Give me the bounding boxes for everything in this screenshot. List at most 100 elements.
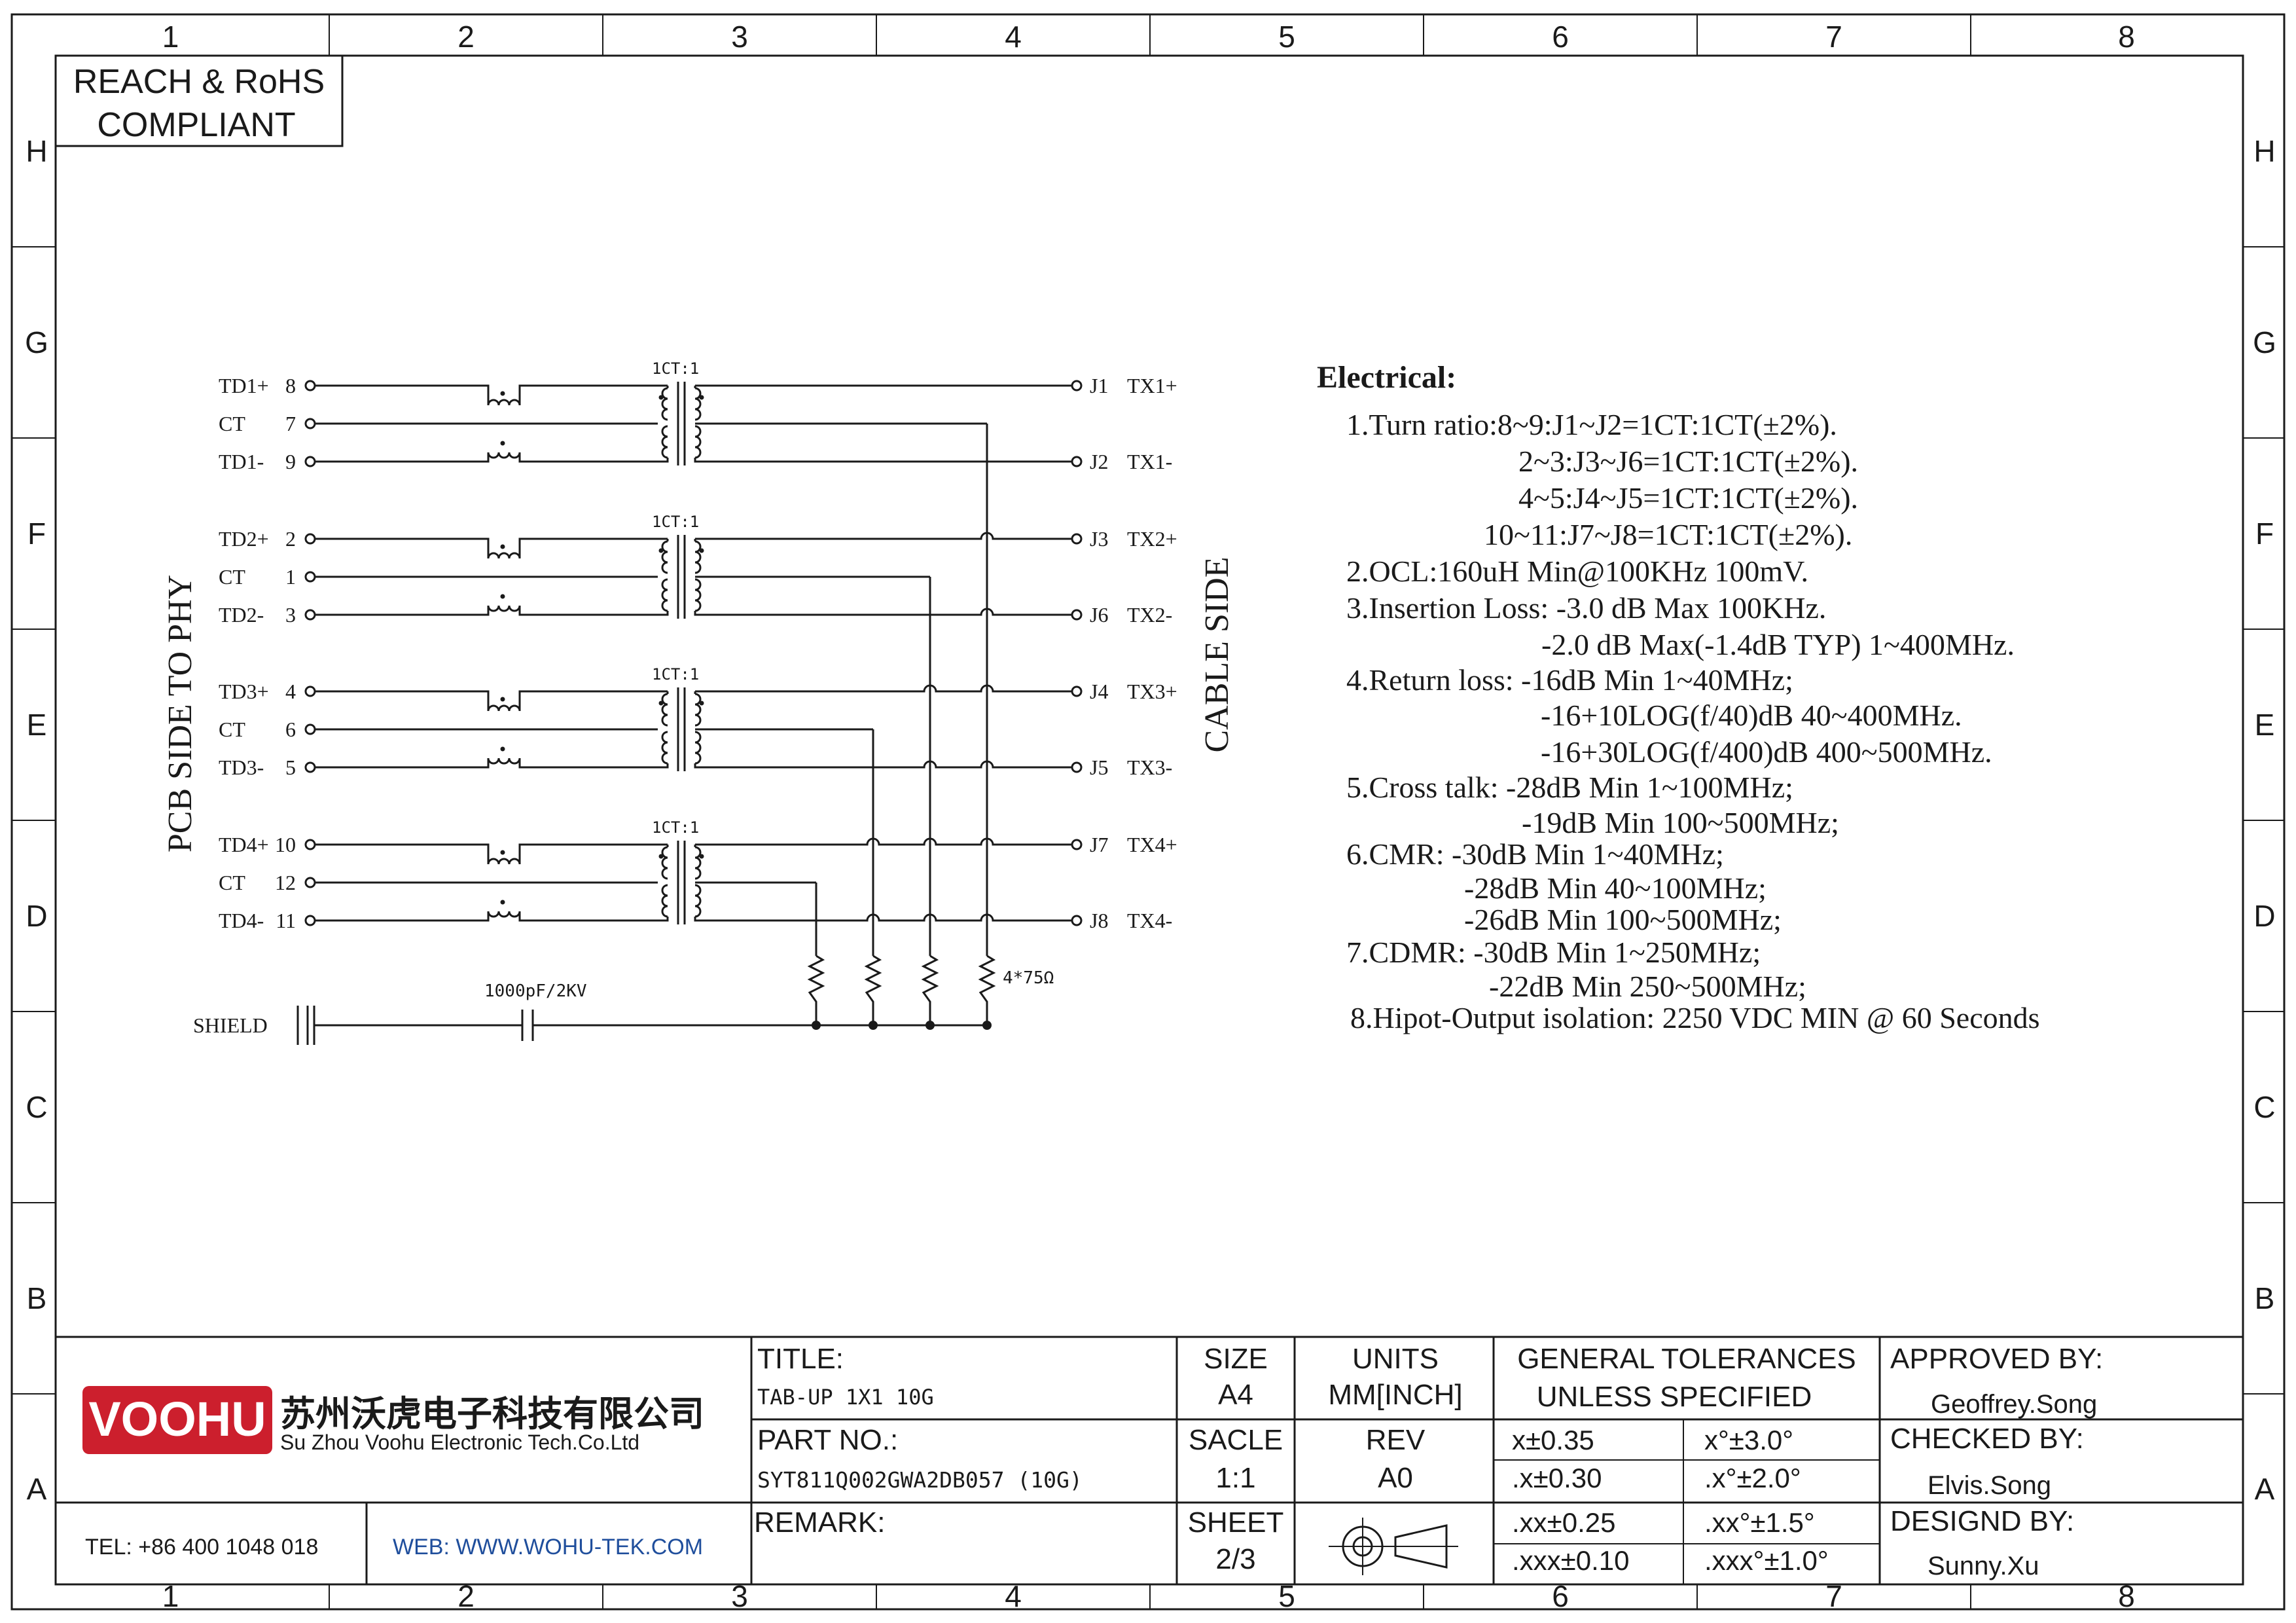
pin-terminal [304,877,316,888]
termination-resistor [807,955,825,1025]
polarity-dot [699,548,704,553]
grid-col-label-bottom: 4 [1005,1579,1022,1613]
output-pin: J3 [1090,527,1108,551]
pin-name: CT [219,871,245,894]
spec-line: -16+30LOG(f/400)dB 400~500MHz. [1541,735,1992,769]
output-pin: J5 [1090,756,1108,779]
logo-badge [82,1386,272,1454]
grid-col-label-top: 1 [162,20,179,54]
output-signal: TX1- [1127,450,1172,473]
coil-winding [694,846,702,880]
coil-winding [661,540,668,574]
coil-winding [694,884,702,918]
wire [707,608,1072,616]
cable-side-label: CABLE SIDE [1198,557,1236,753]
sheet-label: SHEET [1188,1506,1284,1539]
scale-value: 1:1 [1215,1462,1255,1494]
grid-col-label-top: 5 [1278,20,1295,54]
coil-winding [694,693,702,727]
pin-terminal [304,380,316,392]
pin-name: TD4- [219,909,264,932]
spec-line: 5.Cross talk: -28dB Min 1~100MHz; [1346,771,1793,804]
polarity-dot [658,854,664,859]
angular-tolerance: x°±3.0° [1704,1425,1793,1455]
units-label: UNITS [1352,1343,1439,1375]
grid-col-label-top: 2 [457,20,475,54]
pin-name: TD3- [219,756,264,779]
polarity-dot [699,395,704,400]
designed-value: Sunny.Xu [1928,1552,2039,1580]
spec-line: 10~11:J7~J8=1CT:1CT(±2%). [1484,518,1852,551]
spec-line: -22dB Min 250~500MHz; [1489,970,1806,1003]
output-signal: TX3- [1127,756,1172,779]
outer-frame [10,13,2286,1611]
polarity-dot [500,441,505,446]
tolerance-heading-2: UNLESS SPECIFIED [1537,1381,1812,1413]
website-link[interactable]: WEB: WWW.WOHU-TEK.COM [393,1535,703,1559]
compliance-box: REACH & RoHS COMPLIANT [54,54,344,147]
coil-winding [487,452,521,459]
coil-winding [661,846,668,880]
coil-winding [487,911,521,918]
output-terminal [1071,915,1083,926]
angular-tolerance: .xxx°±1.0° [1704,1545,1829,1576]
grid-row-label-left: G [25,325,48,359]
pin-name: TD2- [219,603,264,627]
pin-name: TD3+ [219,680,269,703]
pin-number: 8 [285,374,296,397]
part-no-label: PART NO.: [757,1424,898,1456]
grid-row-label-left: E [27,708,47,742]
output-signal: TX1+ [1127,374,1177,397]
grid-row-label-right: H [2253,134,2275,168]
grid-row-label-right: C [2253,1090,2275,1124]
capacitor-label: 1000pF/2KV [484,981,587,1001]
linear-tolerance: .xx±0.25 [1512,1507,1615,1538]
output-signal: TX3+ [1127,680,1177,703]
wire [707,913,1072,922]
designed-label: DESIGND BY: [1890,1505,2074,1537]
coil-winding [694,731,702,765]
pin-terminal [304,571,316,583]
transformer-ratio: 1CT:1 [652,818,699,837]
grid-row-label-left: C [26,1090,47,1124]
polarity-dot [500,900,505,905]
linear-tolerance: x±0.35 [1512,1425,1594,1455]
polarity-dot [500,594,505,599]
units-value: MM[INCH] [1328,1379,1462,1411]
pin-number: 9 [285,450,296,473]
pin-number: 3 [285,603,296,627]
pin-number: 11 [276,909,296,932]
logo-text: VOOHU [88,1392,266,1446]
wire [707,760,1072,769]
pin-terminal [304,418,316,429]
grid-row-label-right: F [2255,517,2274,551]
pin-terminal [304,685,316,697]
approved-value: Geoffrey.Song [1931,1390,2097,1419]
wire [695,532,1072,540]
polarity-dot [500,850,505,855]
polarity-dot [500,544,505,549]
company-name-en: Su Zhou Voohu Electronic Tech.Co.Ltd [280,1431,639,1454]
title-label: TITLE: [757,1343,844,1375]
polarity-dot [500,746,505,752]
company-name-cn: 苏州沃虎电子科技有限公司 [280,1395,704,1434]
polarity-dot [500,391,505,396]
size-value: A4 [1218,1379,1253,1411]
size-label: SIZE [1204,1343,1268,1375]
transformer-ratio: 1CT:1 [652,513,699,531]
telephone: TEL: +86 400 1048 018 [85,1535,318,1559]
pin-number: 1 [285,565,296,589]
output-signal: TX2- [1127,603,1172,627]
spec-line: -19dB Min 100~500MHz; [1522,806,1839,839]
spec-line: -2.0 dB Max(-1.4dB TYP) 1~400MHz. [1541,628,2015,661]
pin-name: TD4+ [219,833,269,856]
output-terminal [1071,380,1083,392]
pin-terminal [304,915,316,926]
spec-line: 8.Hipot-Output isolation: 2250 VDC MIN @… [1350,1001,2040,1034]
grid-col-label-bottom: 1 [162,1579,179,1613]
coil-winding [661,693,668,727]
sheet-value: 2/3 [1215,1543,1255,1575]
output-pin: J8 [1090,909,1108,932]
pin-number: 6 [285,718,296,741]
